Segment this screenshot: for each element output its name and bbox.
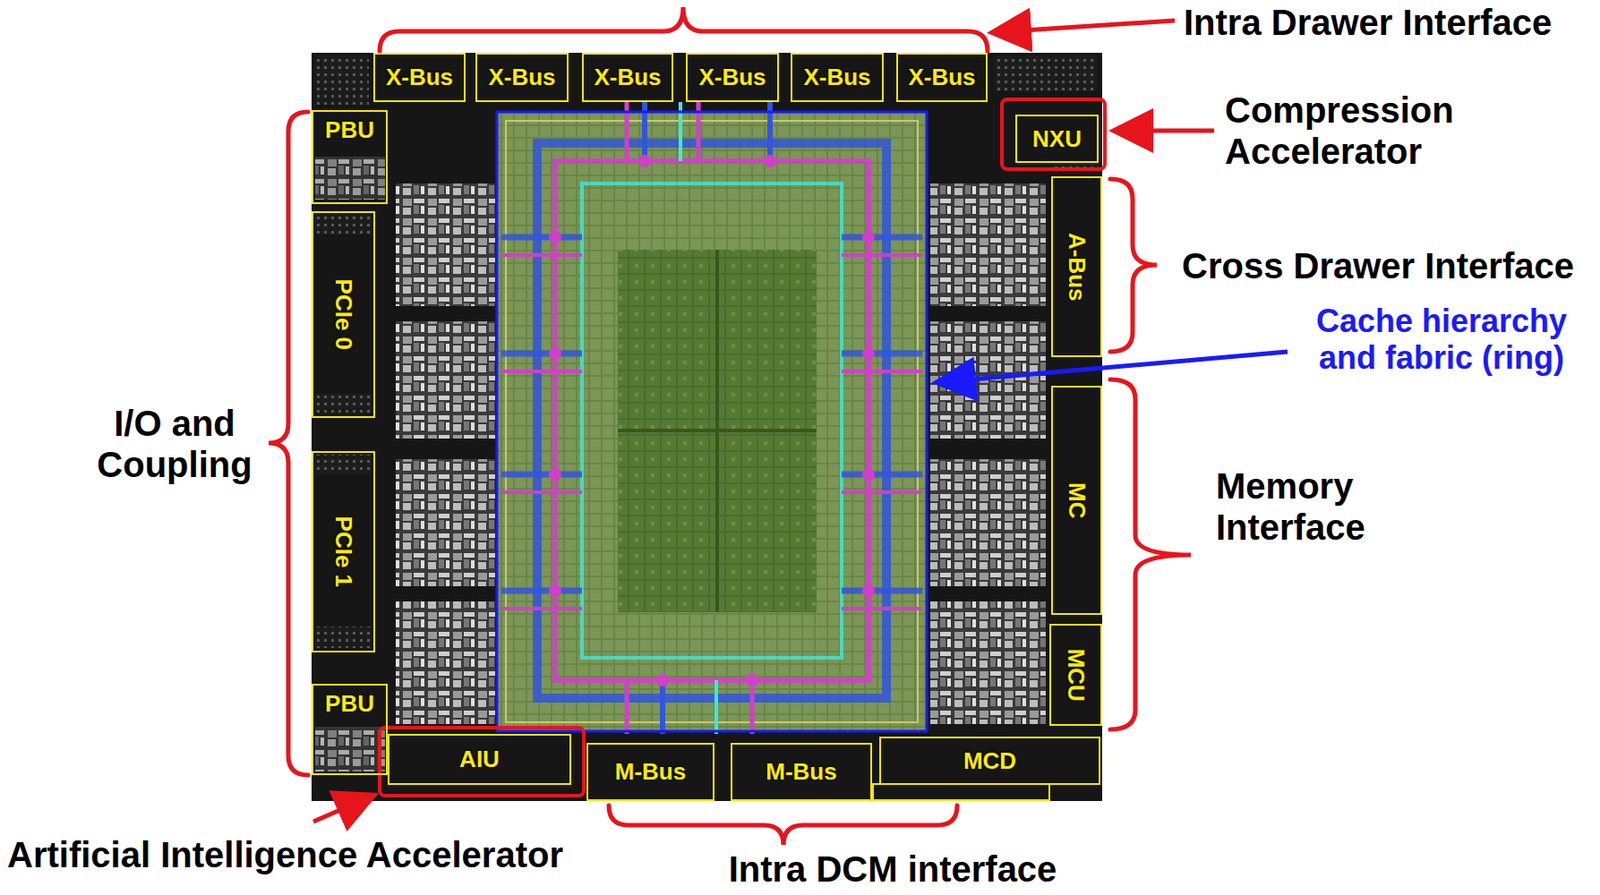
- leader-arrow: [313, 20, 1215, 822]
- callout-label: I/O and Coupling: [80, 402, 269, 486]
- callout-label: Artificial Intelligence Accelerator: [7, 834, 652, 876]
- leader-arrow: [940, 351, 1288, 383]
- cache-fabric: [496, 102, 927, 735]
- block-label: PCIe 0: [330, 279, 357, 351]
- bracket: [268, 7, 1191, 846]
- block-label: MCD: [963, 748, 1017, 775]
- callout-label: Cross Drawer Interface: [1181, 245, 1594, 287]
- block-label: M-Bus: [765, 759, 837, 786]
- die-texture: [315, 55, 369, 105]
- pcie-texture: [315, 214, 372, 235]
- block-label: X-Bus: [593, 64, 661, 91]
- block-label: M-Bus: [615, 759, 686, 786]
- chip-block: M-Bus: [730, 743, 873, 802]
- chip-block: PBU: [311, 110, 388, 205]
- chip-block: X-Bus: [475, 52, 569, 103]
- callout-label: Intra DCM interface: [722, 848, 1063, 890]
- chip-block: X-Bus: [790, 52, 884, 103]
- accelerator-outline: [1001, 99, 1105, 170]
- chip-block: A-Bus: [1051, 176, 1103, 358]
- block-label: X-Bus: [698, 64, 766, 91]
- block-label: MC: [1063, 482, 1090, 519]
- die: [311, 52, 1103, 802]
- accelerator-outline: [379, 727, 584, 796]
- block-label: PBU: [325, 117, 375, 144]
- chip-block: M-Bus: [586, 743, 715, 802]
- chip-block: X-Bus: [896, 52, 988, 103]
- chip-block: X-Bus: [373, 52, 466, 103]
- block-label: AIU: [459, 746, 500, 773]
- block-label: MCU: [1062, 648, 1089, 702]
- pcie-texture: [315, 454, 372, 475]
- chip-block: NXU: [1015, 114, 1099, 163]
- callout-label: Cache hierarchy and fabric (ring): [1293, 302, 1590, 377]
- block-label: A-Bus: [1063, 232, 1090, 302]
- block-label: X-Bus: [487, 64, 556, 91]
- callout-label: Compression Accelerator: [1224, 89, 1494, 172]
- block-label: X-Bus: [907, 64, 976, 91]
- chip-block: MC: [1051, 385, 1103, 616]
- chip-block: MCD: [879, 736, 1101, 786]
- block-label: X-Bus: [803, 64, 871, 91]
- pbu-texture: [315, 156, 386, 200]
- chip-block: X-Bus: [581, 52, 674, 103]
- die-texture: [993, 55, 1097, 92]
- chip-block: X-Bus: [685, 52, 779, 103]
- chip-block: MCU: [1049, 624, 1103, 727]
- block-label: NXU: [1032, 126, 1082, 153]
- block-outline: [872, 784, 1050, 801]
- cache-outline: [496, 111, 927, 732]
- chip-block: PCIe 0: [311, 211, 376, 419]
- pcie-texture: [315, 626, 372, 649]
- chip-block: AIU: [387, 734, 572, 786]
- pcie-texture: [315, 393, 372, 414]
- pbu-texture: [315, 727, 386, 772]
- chip-block: PBU: [311, 684, 388, 776]
- block-label: X-Bus: [385, 64, 454, 91]
- callout-label: Memory Interface: [1215, 465, 1413, 548]
- block-label: PCIe 1: [330, 516, 357, 589]
- callout-label: Intra Drawer Interface: [1183, 1, 1596, 43]
- block-label: PBU: [325, 691, 375, 718]
- chip-block: PCIe 1: [311, 451, 376, 653]
